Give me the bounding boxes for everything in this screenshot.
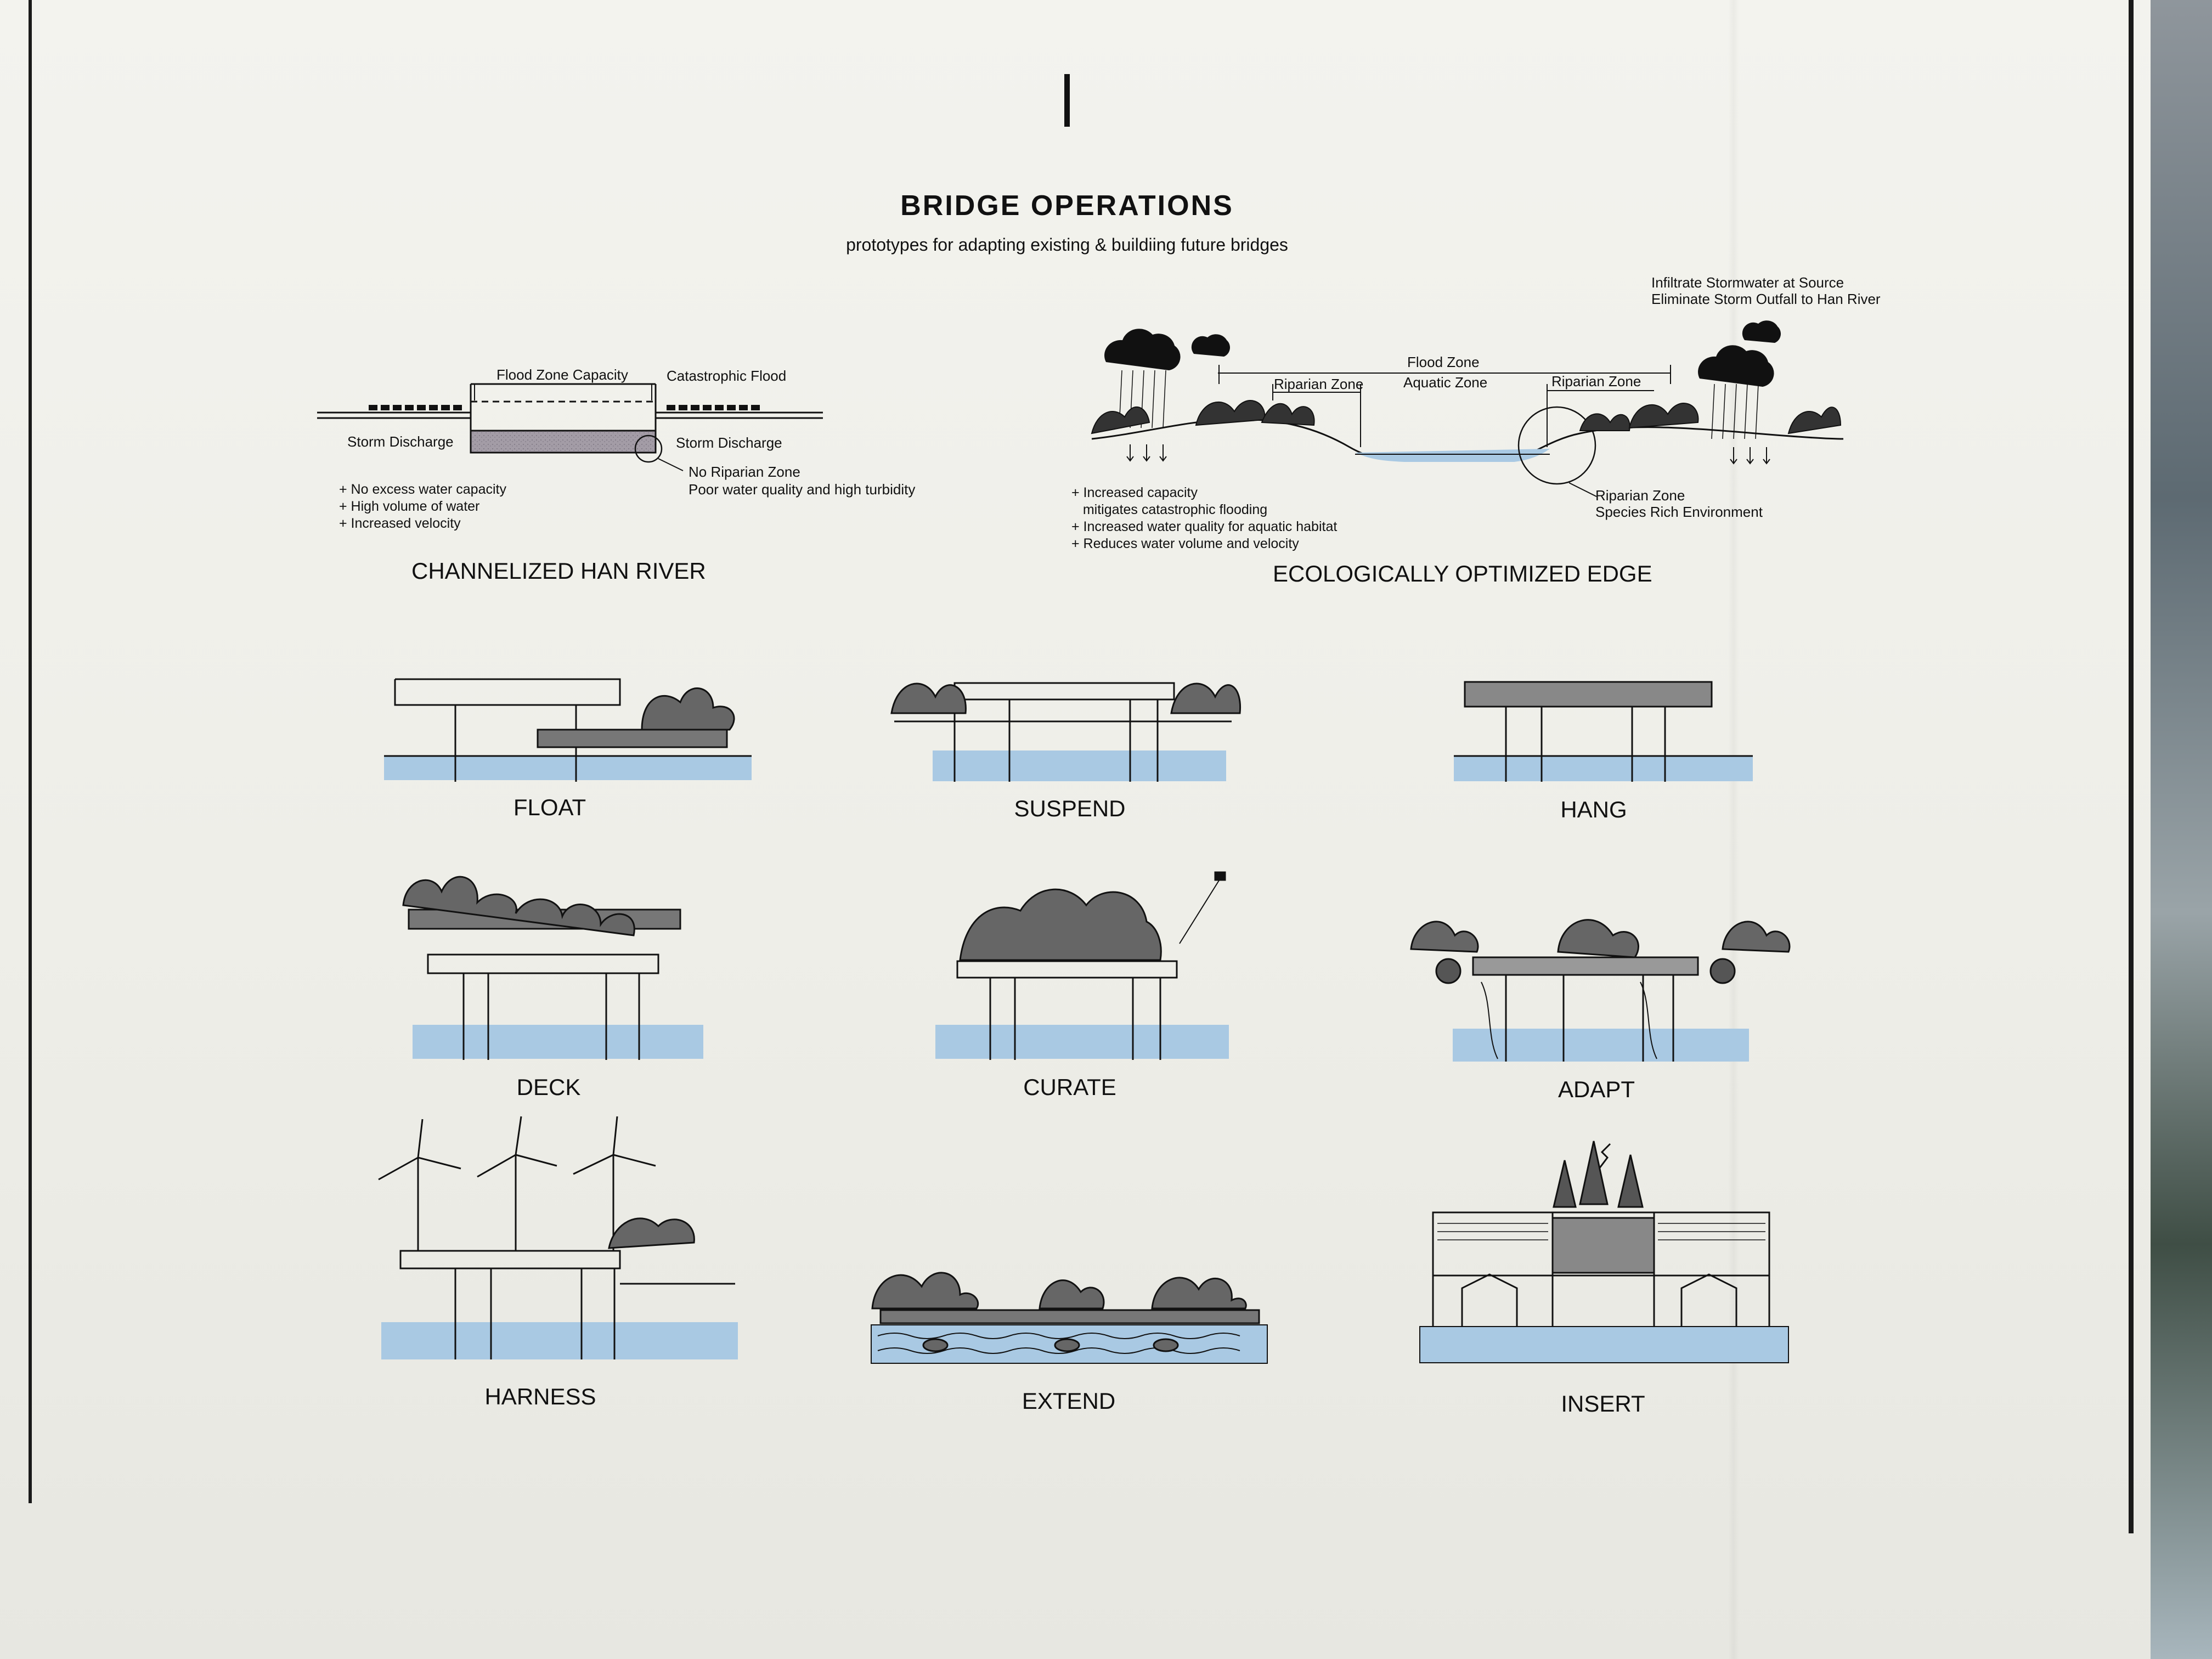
riparian-zone-right-label: Riparian Zone <box>1551 373 1641 390</box>
channelized-caption: CHANNELIZED HAN RIVER <box>411 558 706 584</box>
section-marker <box>1064 74 1070 127</box>
left-border-line <box>29 0 32 1503</box>
operation-label-adapt: ADAPT <box>1558 1076 1635 1102</box>
channelized-bullet-2: + High volume of water <box>339 499 480 514</box>
ecological-bullet-2: mitigates catastrophic flooding <box>1071 502 1268 517</box>
poor-water-quality-label: Poor water quality and high turbidity <box>689 481 916 498</box>
channelized-bullet-3: + Increased velocity <box>339 516 461 531</box>
flood-zone-capacity-label: Flood Zone Capacity <box>496 366 628 383</box>
prototype-harness <box>378 1116 738 1359</box>
paper-crease <box>1728 0 1739 1659</box>
channelized-section-drawing <box>317 383 823 471</box>
ecological-caption: ECOLOGICALLY OPTIMIZED EDGE <box>1273 561 1652 586</box>
page-title: BRIDGE OPERATIONS <box>900 190 1234 222</box>
page-subtitle: prototypes for adapting existing & build… <box>846 235 1288 255</box>
channelized-bullet-1: + No excess water capacity <box>339 482 506 497</box>
riparian-zone-left-label: Riparian Zone <box>1274 376 1364 392</box>
prototype-hang <box>1454 681 1753 782</box>
ecological-bullet-4: + Reduces water volume and velocity <box>1071 536 1299 551</box>
operation-label-float: FLOAT <box>513 794 586 820</box>
storm-discharge-right-label: Storm Discharge <box>676 435 782 451</box>
aquatic-zone-label: Aquatic Zone <box>1403 374 1488 391</box>
ecological-section-drawing <box>1091 320 1844 497</box>
background-photo-strip <box>2151 0 2212 1659</box>
prototype-adapt <box>1410 919 1791 1062</box>
infiltrate-stormwater-label: Infiltrate Stormwater at Source <box>1651 274 1844 291</box>
operation-label-curate: CURATE <box>1023 1074 1116 1100</box>
operation-label-extend: EXTEND <box>1022 1388 1116 1414</box>
catastrophic-flood-label: Catastrophic Flood <box>667 368 787 384</box>
no-riparian-zone-label: No Riparian Zone <box>689 464 800 480</box>
flood-zone-label: Flood Zone <box>1407 354 1480 370</box>
right-border-line <box>2129 0 2134 1533</box>
operation-label-harness: HARNESS <box>484 1384 596 1409</box>
paper-sheet <box>0 0 2151 1659</box>
riparian-callout-label: Riparian Zone <box>1595 487 1685 504</box>
ecological-bullet-3: + Increased water quality for aquatic ha… <box>1071 519 1338 534</box>
prototype-float <box>384 678 752 782</box>
prototype-extend <box>871 1272 1268 1364</box>
eliminate-storm-outfall-label: Eliminate Storm Outfall to Han River <box>1651 291 1881 307</box>
prototype-insert <box>1419 1141 1789 1363</box>
operation-label-suspend: SUSPEND <box>1014 795 1126 821</box>
operation-label-insert: INSERT <box>1561 1391 1645 1417</box>
prototype-deck <box>402 876 703 1060</box>
species-rich-label: Species Rich Environment <box>1595 504 1763 520</box>
storm-discharge-left-label: Storm Discharge <box>347 433 454 450</box>
prototype-suspend <box>890 682 1242 782</box>
prototype-curate <box>935 871 1229 1060</box>
operation-label-hang: HANG <box>1560 797 1627 822</box>
operation-label-deck: DECK <box>516 1074 581 1100</box>
diagram-canvas <box>317 320 1844 1364</box>
ecological-bullet-1: + Increased capacity <box>1071 485 1198 500</box>
